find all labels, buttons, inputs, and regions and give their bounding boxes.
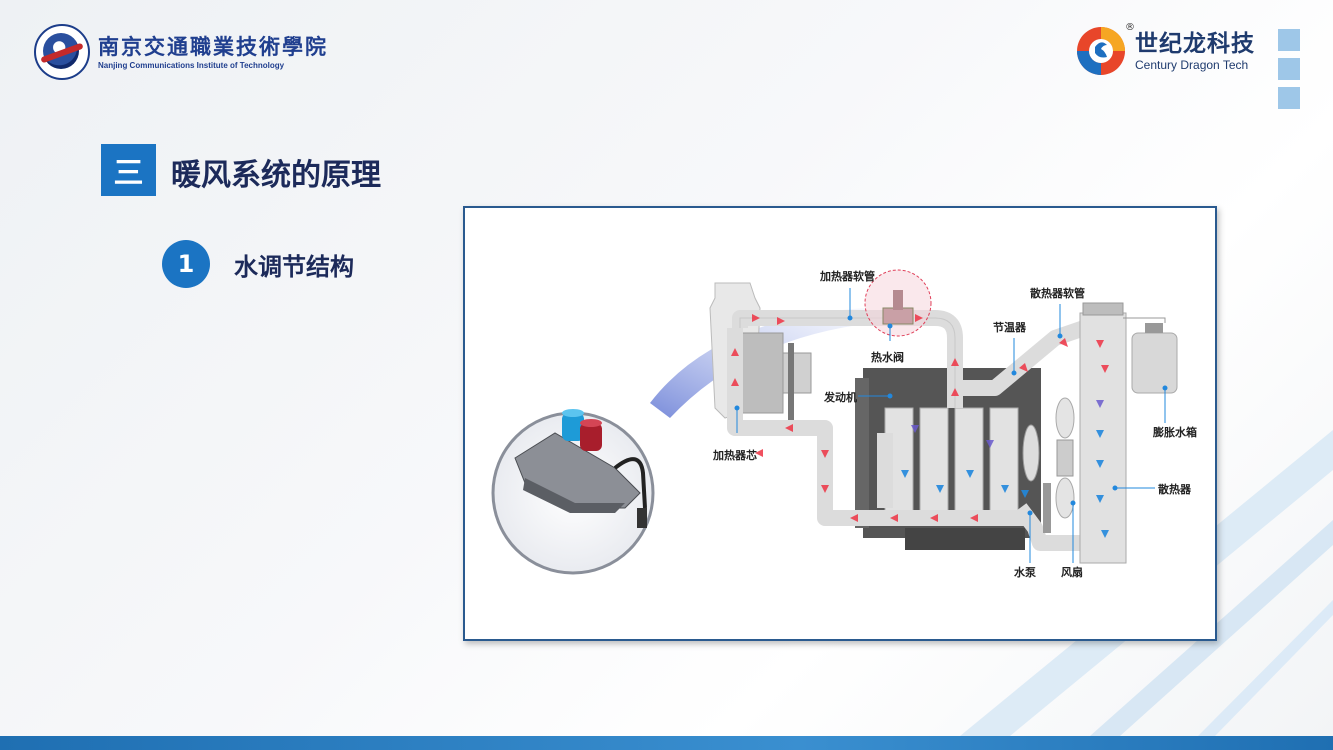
- school-seal-icon: [34, 24, 90, 80]
- label-radiator-hose: 散热器软管: [1030, 287, 1085, 300]
- fan-icon: [1055, 397, 1075, 519]
- subsection-title: 水调节结构: [234, 253, 354, 281]
- label-heater-hose: 加热器软管: [820, 270, 875, 283]
- dragon-logo-icon: [1077, 27, 1125, 75]
- bottom-bar: [0, 736, 1333, 750]
- subsection-number-badge: 1: [162, 240, 210, 288]
- water-pump-pulley: [1022, 424, 1040, 482]
- section-title: 暖风系统的原理: [171, 158, 381, 193]
- label-thermostat: 节温器: [993, 321, 1026, 334]
- expansion-tank: [1131, 332, 1178, 394]
- label-water-pump: 水泵: [1014, 566, 1036, 579]
- section-number-badge: 三: [101, 144, 156, 196]
- mixed-flow-arrows: [911, 400, 1104, 448]
- brand-logo: 世纪龙科技 Century Dragon Tech: [1075, 25, 1255, 77]
- label-hot-water-valve: 热水阀: [871, 351, 904, 364]
- diagram-drawing: [491, 269, 1178, 575]
- label-engine: 发动机: [824, 391, 857, 404]
- radiator: [1079, 312, 1127, 564]
- brand-name-cn: 世纪龙科技: [1135, 31, 1255, 57]
- hot-flow-arrows: [731, 314, 1109, 522]
- label-expansion-tank: 膨胀水箱: [1153, 426, 1197, 439]
- label-fan: 风扇: [1061, 566, 1083, 579]
- hot-water-valve: [882, 307, 914, 325]
- blower-motor: [782, 352, 812, 394]
- school-logo: 南京交通職業技術學院 Nanjing Communications Instit…: [34, 24, 328, 80]
- label-heater-core: 加热器芯: [713, 449, 757, 462]
- cooling-system-diagram: 加热器软管 热水阀 散热器软管 节温器 发动机 加热器芯 膨胀水箱 散热器 水泵…: [463, 206, 1217, 641]
- registered-mark: ®: [1125, 22, 1135, 33]
- brand-name-en: Century Dragon Tech: [1135, 58, 1249, 72]
- pipe-outline: [739, 317, 956, 408]
- label-radiator: 散热器: [1158, 483, 1191, 496]
- hot-water-valve-photo: [514, 409, 647, 528]
- decor-squares: [1278, 29, 1300, 116]
- school-name-en: Nanjing Communications Institute of Tech…: [98, 60, 285, 70]
- cold-flow-arrows: [901, 430, 1109, 538]
- label-leaders: [734, 288, 1168, 563]
- school-name-cn: 南京交通職業技術學院: [98, 33, 328, 59]
